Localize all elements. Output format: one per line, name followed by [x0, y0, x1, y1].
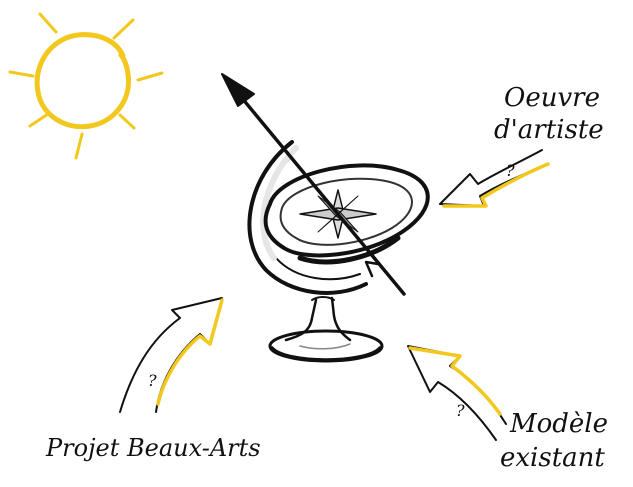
- question-mark-oeuvre: ?: [506, 161, 515, 180]
- label-projet: Projet Beaux-Arts: [45, 434, 261, 462]
- label-oeuvre-line2: d'artiste: [494, 115, 604, 145]
- label-modele-line1: Modèle: [509, 409, 608, 439]
- label-oeuvre-line1: Oeuvre: [504, 83, 600, 113]
- arrow-oeuvre: [440, 150, 548, 206]
- question-mark-projet: ?: [148, 371, 157, 390]
- label-modele-line2: existant: [500, 443, 605, 473]
- armillary-sundial-icon: [222, 74, 428, 361]
- arrow-projet: [120, 298, 222, 412]
- sun-icon: [10, 14, 162, 158]
- arrow-modele: [408, 346, 506, 440]
- sundial-base: [270, 297, 382, 361]
- question-mark-modele: ?: [456, 401, 465, 420]
